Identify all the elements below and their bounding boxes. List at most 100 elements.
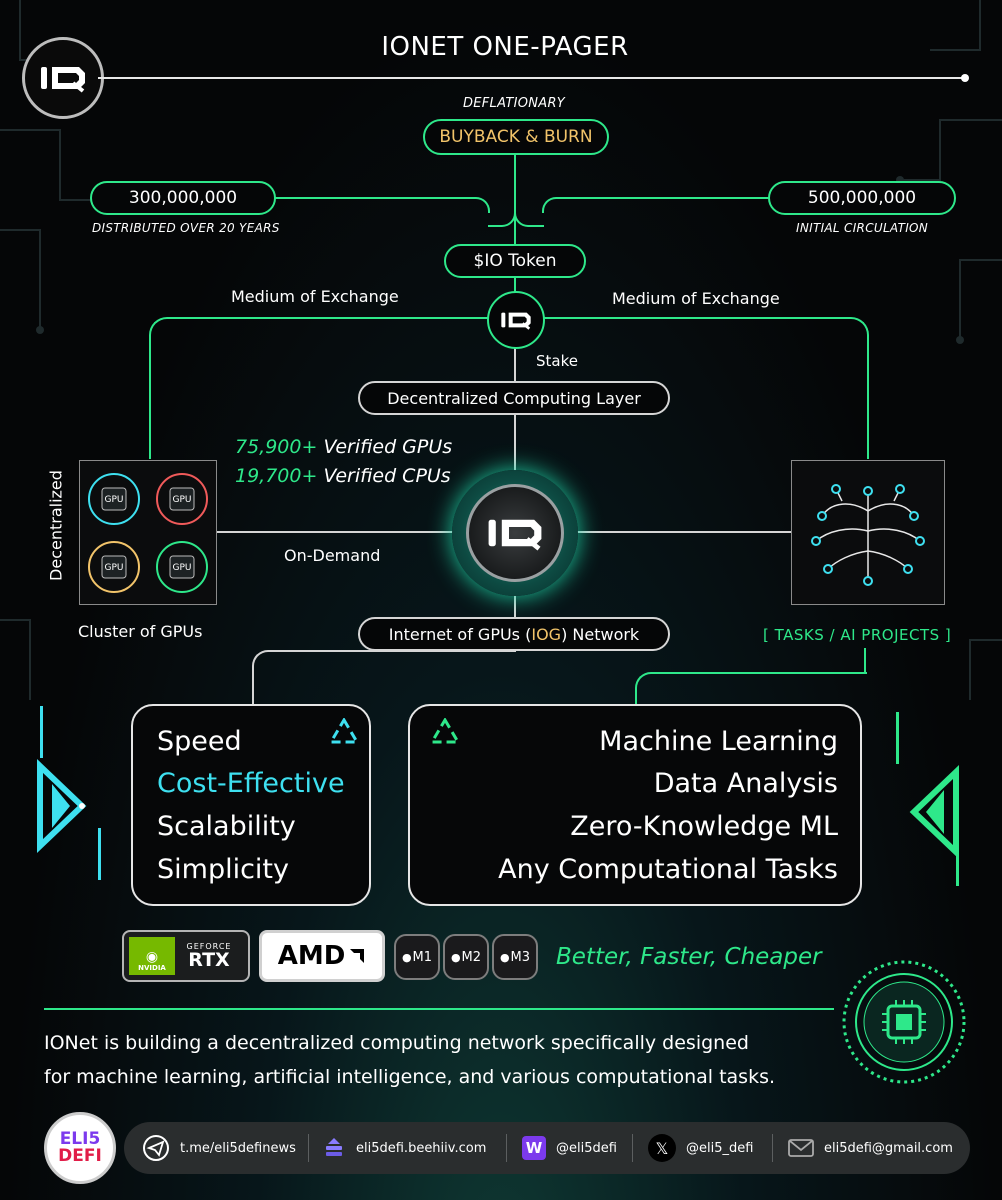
svg-text:GPU: GPU: [105, 563, 124, 573]
cluster-label: Cluster of GPUs: [78, 622, 203, 641]
telegram-text: t.me/eli5definews: [180, 1140, 296, 1156]
circulation-amount-pill: 500,000,000: [768, 181, 956, 215]
footer-bar: t.me/eli5definews eli5defi.beehiiv.com W…: [124, 1122, 970, 1174]
tagline: Better, Faster, Cheaper: [556, 944, 822, 970]
iog-prefix: Internet of GPUs (: [388, 624, 532, 644]
wire: [514, 153, 516, 248]
buyback-burn-pill: BUYBACK & BURN: [423, 119, 609, 155]
verified-cpus: 19,700+ Verified CPUs: [235, 465, 451, 487]
decentralized-label-wrap: Decentralized: [40, 468, 70, 588]
wire: [514, 650, 516, 652]
benefit-speed: Speed: [157, 726, 242, 757]
wire: [576, 531, 792, 533]
benefits-card: Speed Cost-Effective Scalability Simplic…: [131, 704, 371, 906]
svg-text:GPU: GPU: [105, 495, 124, 505]
gpu-chip-icon: GPU: [88, 473, 140, 525]
medium-of-exchange-left: Medium of Exchange: [231, 287, 399, 306]
ai-projects-box: [791, 460, 945, 605]
gpu-cluster-graphic: GPU GPU GPU GPU: [88, 473, 208, 593]
gpu-chip-icon: GPU: [88, 541, 140, 593]
wire: [864, 648, 866, 674]
apple-m2-chip: ●M2: [443, 934, 489, 980]
gpu-chip-icon: GPU: [156, 473, 208, 525]
nvidia-eye-icon: ◉: [145, 949, 159, 965]
email-link[interactable]: eli5defi@gmail.com: [788, 1122, 953, 1174]
computing-layer-pill: Decentralized Computing Layer: [358, 381, 670, 415]
eli5defi-badge[interactable]: ELI5 DEFI: [44, 1112, 116, 1184]
footer-separator: [308, 1134, 309, 1162]
gpu-chip-icon: GPU: [156, 541, 208, 593]
telegram-link[interactable]: t.me/eli5definews: [142, 1122, 296, 1174]
warpcast-link[interactable]: W @eli5defi: [522, 1122, 617, 1174]
iog-highlight: IOG: [531, 624, 562, 644]
x-icon: 𝕏: [648, 1134, 676, 1162]
badge-bottom: DEFI: [58, 1146, 102, 1166]
right-chevron-decoration: [896, 712, 959, 886]
ionet-logo-badge: [22, 37, 104, 119]
wire: [514, 345, 516, 381]
deflationary-label: DEFLATIONARY: [462, 96, 566, 111]
header-rule: [98, 77, 964, 79]
svg-text:GPU: GPU: [173, 495, 192, 505]
page-title: IONET ONE-PAGER: [381, 32, 629, 62]
io-logo-icon: [488, 519, 542, 551]
beehiiv-icon: [326, 1138, 342, 1156]
medium-of-exchange-right: Medium of Exchange: [612, 289, 780, 308]
apple-icon: ●: [499, 950, 510, 964]
iog-suffix: ) Network: [561, 624, 640, 644]
geforce-label: GEFORCE: [186, 941, 232, 951]
distributed-amount-pill: 300,000,000: [90, 181, 276, 215]
triangle-icon: [329, 718, 359, 744]
triangle-icon: [430, 718, 460, 744]
use-case-computational: Any Computational Tasks: [498, 854, 838, 885]
decentralized-label: Decentralized: [46, 470, 66, 581]
m1-label: M1: [412, 949, 433, 965]
use-case-ml: Machine Learning: [599, 726, 838, 757]
tasks-label: [ TASKS / AI PROJECTS ]: [763, 626, 952, 644]
newsletter-link[interactable]: eli5defi.beehiiv.com: [322, 1122, 486, 1174]
benefit-scalability: Scalability: [157, 811, 296, 842]
header-rule-dot: [961, 74, 969, 82]
apple-icon: ●: [401, 950, 412, 964]
wire: [252, 650, 516, 704]
gpus-label: Verified GPUs: [323, 436, 453, 458]
ai-brain-icon: [811, 484, 925, 586]
wire: [149, 317, 489, 459]
wire: [274, 197, 490, 213]
apple-icon: ●: [450, 950, 461, 964]
amd-label: AMD: [277, 941, 346, 971]
amd-arrow-icon: [350, 949, 365, 963]
rtx-label: RTX: [188, 948, 230, 971]
verified-gpus: 75,900+ Verified GPUs: [235, 436, 452, 458]
use-case-zkml: Zero-Knowledge ML: [570, 811, 838, 842]
m2-label: M2: [461, 949, 482, 965]
iog-network-pill: Internet of GPUs (IOG) Network: [358, 617, 670, 651]
token-logo: [487, 291, 545, 349]
x-link[interactable]: 𝕏 @eli5_defi: [648, 1122, 753, 1174]
rtx-text: GEFORCE RTX: [175, 941, 243, 971]
nvidia-text: NVIDIA: [138, 964, 166, 972]
description: IONet is building a decentralized comput…: [44, 1026, 834, 1094]
io-token-pill: $IO Token: [444, 244, 586, 278]
apple-m3-chip: ●M3: [492, 934, 538, 980]
warpcast-text: @eli5defi: [556, 1140, 617, 1156]
email-text: eli5defi@gmail.com: [824, 1140, 953, 1156]
newsletter-text: eli5defi.beehiiv.com: [356, 1140, 487, 1156]
apple-m1-chip: ●M1: [394, 934, 440, 980]
footer-separator: [506, 1134, 507, 1162]
benefit-simplicity: Simplicity: [157, 854, 289, 885]
description-rule: [44, 1008, 834, 1010]
telegram-icon: [143, 1135, 169, 1161]
wire: [541, 317, 869, 459]
amd-badge: AMD: [259, 930, 385, 982]
wire: [216, 531, 454, 533]
central-logo-core: [466, 484, 564, 582]
use-case-data-analysis: Data Analysis: [653, 768, 838, 799]
nvidia-rtx-badge: ◉ NVIDIA GEFORCE RTX: [122, 930, 250, 982]
nvidia-logo: ◉ NVIDIA: [129, 937, 175, 975]
m3-label: M3: [510, 949, 531, 965]
circulation-caption: INITIAL CIRCULATION: [796, 221, 929, 235]
mail-icon: [788, 1139, 814, 1157]
benefit-cost-effective: Cost-Effective: [157, 768, 345, 799]
footer-separator: [632, 1134, 633, 1162]
